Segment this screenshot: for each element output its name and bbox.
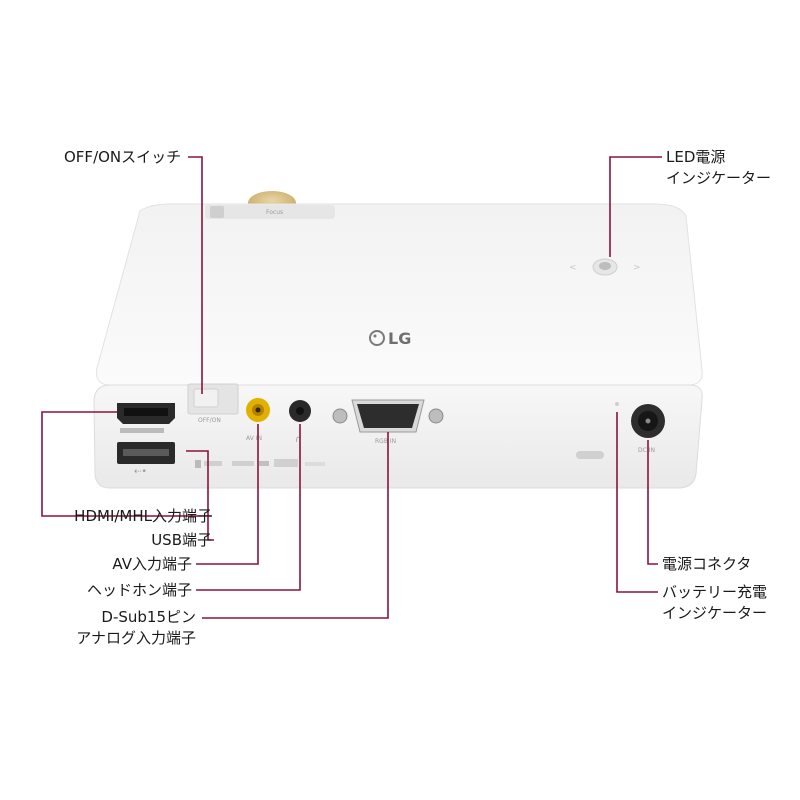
svg-text:>: > [633,263,641,273]
battery-charge-indicator [615,402,619,406]
callout-usb-port: USB端子 [151,531,212,549]
focus-slider-handle [210,206,224,218]
callout-battery-indicator: バッテリー充電 インジケーター [662,582,767,624]
lg-logo: LG [369,329,411,348]
callout-led-power-indicator: LED電源 インジケーター [666,147,771,189]
svg-text:DC IN: DC IN [638,447,655,454]
svg-text:AV IN: AV IN [246,435,262,442]
svg-text:⇠•: ⇠• [134,467,147,477]
callout-av-port: AV入力端子 [112,555,192,573]
svg-text:LG: LG [388,329,411,348]
off-on-switch: OFF/ON [187,383,239,424]
callout-power-connector: 電源コネクタ [662,555,752,573]
usb-port: ⇠• [117,442,175,477]
focus-slider-track [205,205,335,219]
hdmi-port [117,403,175,433]
certification-marks [195,459,325,468]
av-in-jack: AV IN [246,398,270,442]
dc-in-connector: DC IN [631,404,665,454]
callout-off-on-switch: OFF/ONスイッチ [64,148,182,166]
led-power-indicator: < > [569,258,641,276]
callout-dsub-line1: D-Sub15ピン [101,608,196,626]
svg-text:<: < [569,263,577,273]
svg-text:RGB IN: RGB IN [375,438,396,445]
headphone-jack: ∩ [289,400,311,445]
svg-text:OFF/ON: OFF/ON [198,417,221,424]
callout-battery-line1: バッテリー充電 [662,583,768,601]
callout-led-line2: インジケーター [666,169,772,187]
callout-led-line1: LED電源 [666,148,726,166]
callout-headphone-port: ヘッドホン端子 [86,581,192,599]
callout-dsub15-port: D-Sub15ピン アナログ入力端子 [76,607,196,649]
svg-text:∩: ∩ [295,435,302,445]
dsub15-port: RGB IN [332,399,444,445]
front-slot [576,451,604,459]
callout-dsub-line2: アナログ入力端子 [76,629,196,647]
focus-knob-label: Focus [266,209,283,216]
callout-battery-line2: インジケーター [662,604,768,622]
callout-leader-lines [41,156,662,619]
projector-top-surface [96,203,703,386]
callout-hdmi-mhl-port: HDMI/MHL入力端子 [74,507,212,525]
